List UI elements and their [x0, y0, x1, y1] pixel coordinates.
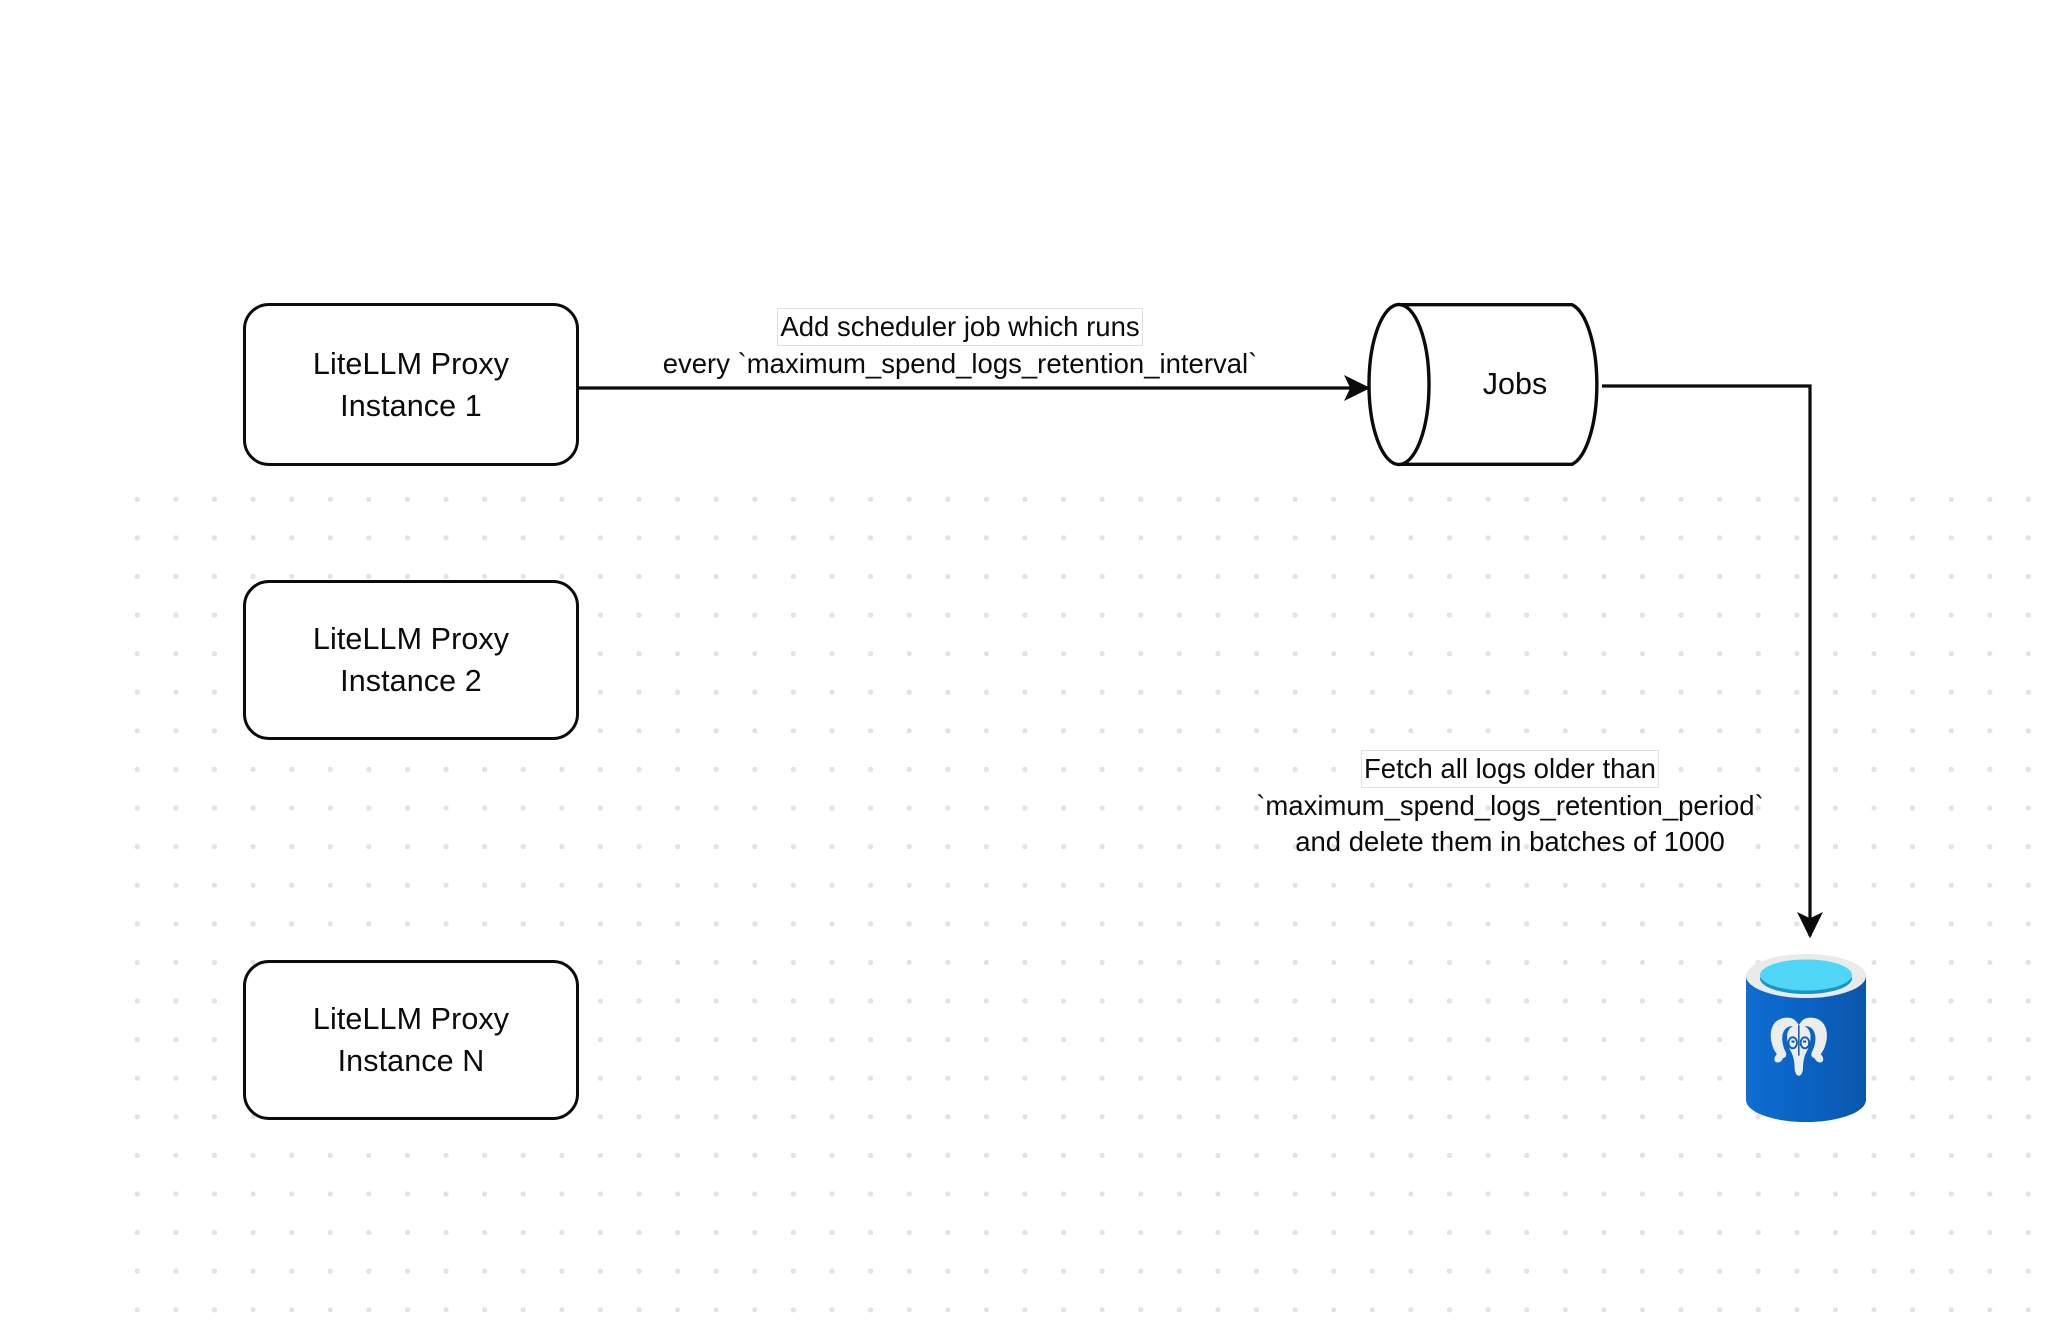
edge-label-line: Fetch all logs older than: [1361, 750, 1659, 788]
edge-label-line: and delete them in batches of 1000: [1295, 826, 1725, 857]
edge-jobs-to-postgres: [1602, 384, 1823, 939]
edge-label-fetch-and-delete-logs: Fetch all logs older than `maximum_spend…: [1230, 750, 1790, 860]
node-label: LiteLLM Proxy Instance N: [312, 1002, 510, 1078]
node-label: LiteLLM Proxy Instance 2: [312, 622, 510, 698]
node-jobs-cylinder[interactable]: Jobs: [1367, 302, 1602, 467]
node-label: LiteLLM Proxy Instance 1: [312, 346, 510, 423]
edge-label-line: `maximum_spend_logs_retention_period`: [1256, 790, 1764, 821]
node-postgres-database[interactable]: [1743, 948, 1869, 1128]
edge-label-add-scheduler-job: Add scheduler job which runs every `maxi…: [560, 308, 1360, 382]
edge-label-line: every `maximum_spend_logs_retention_inte…: [662, 348, 1258, 379]
cylinder-shape: [1367, 302, 1599, 467]
postgresql-database-icon: [1746, 954, 1866, 1122]
node-litellm-proxy-instance-n[interactable]: LiteLLM Proxy Instance N: [243, 960, 579, 1120]
node-litellm-proxy-instance-2[interactable]: LiteLLM Proxy Instance 2: [243, 580, 579, 740]
edge-label-line: Add scheduler job which runs: [777, 308, 1143, 346]
node-litellm-proxy-instance-1[interactable]: LiteLLM Proxy Instance 1: [243, 303, 579, 466]
node-label: Jobs: [1482, 367, 1548, 401]
